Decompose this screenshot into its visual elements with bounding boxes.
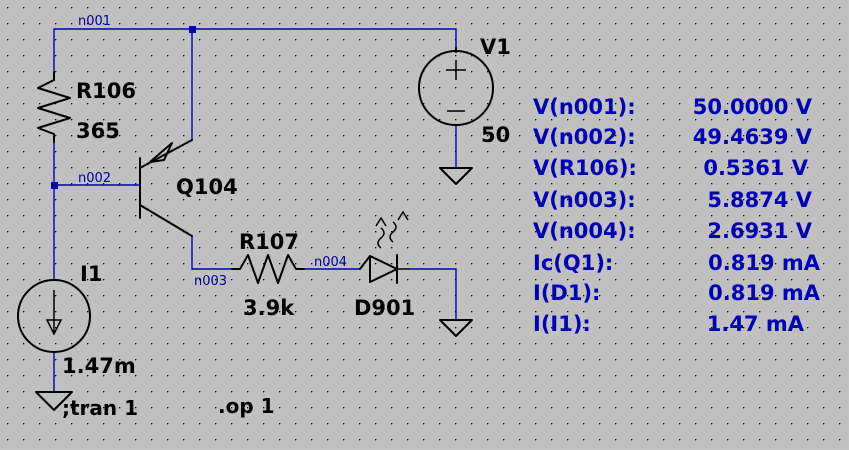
op-results: V(n001): 50.0000 V V(n002): 49.4639 V V(… xyxy=(533,95,821,336)
op-result-label: V(n001): xyxy=(533,95,636,119)
r106-name: R106 xyxy=(76,79,136,103)
current-source-i1[interactable] xyxy=(17,279,91,353)
q104-emitter-arrow xyxy=(149,142,173,163)
q104-collector-leg xyxy=(139,204,193,237)
d901-light-arrow-1 xyxy=(375,216,387,227)
node-label-n001: n001 xyxy=(78,14,111,29)
junction-n001 xyxy=(189,26,196,33)
op-result-label: I(I1): xyxy=(533,312,591,336)
d901-name: D901 xyxy=(354,296,415,320)
op-result-value: 0.5361 V xyxy=(703,156,808,180)
op-result-label: V(n002): xyxy=(533,125,636,149)
r107-value: 3.9k xyxy=(243,296,295,320)
directive-tran[interactable]: ;tran 1 xyxy=(62,396,138,420)
op-result-value: 49.4639 V xyxy=(693,125,813,149)
wire-d901-to-gnd[interactable] xyxy=(410,268,457,320)
led-d901[interactable] xyxy=(359,210,410,284)
node-label-n002: n002 xyxy=(78,171,111,186)
i1-value: 1.47m xyxy=(62,354,136,378)
op-result-value: 0.819 mA xyxy=(708,281,821,305)
directive-op[interactable]: .op 1 xyxy=(218,394,275,418)
v1-value: 50 xyxy=(481,123,510,147)
ground-i1 xyxy=(35,391,73,411)
op-result-value: 1.47 mA xyxy=(707,312,805,336)
q104-name: Q104 xyxy=(176,175,238,199)
op-result-label: I(D1): xyxy=(533,281,600,305)
op-result-value: 0.819 mA xyxy=(708,251,821,275)
transistor-q104[interactable] xyxy=(139,139,193,237)
v1-name: V1 xyxy=(480,35,511,59)
node-label-n003: n003 xyxy=(194,274,227,289)
d901-body xyxy=(359,255,398,283)
op-result-value: 50.0000 V xyxy=(693,95,813,119)
resistor-r107[interactable] xyxy=(231,254,305,284)
voltage-source-v1[interactable] xyxy=(418,47,494,126)
node-label-n004: n004 xyxy=(314,255,347,270)
wire-n001[interactable] xyxy=(53,28,457,72)
i1-circle xyxy=(17,279,91,353)
i1-name: I1 xyxy=(80,262,102,286)
resistor-r106-symbol xyxy=(37,71,71,143)
op-result-label: V(n003): xyxy=(533,188,636,212)
op-result-value: 5.8874 V xyxy=(707,188,812,212)
op-result-label: Ic(Q1): xyxy=(533,251,613,275)
d901-light-ray-1 xyxy=(377,227,385,249)
d901-light-ray-2 xyxy=(389,221,397,243)
ground-d901 xyxy=(439,319,473,337)
op-result-label: V(n004): xyxy=(533,219,636,243)
resistor-r106[interactable] xyxy=(37,71,71,143)
op-result-value: 2.6931 V xyxy=(707,219,812,243)
wires xyxy=(53,28,457,392)
i1-arrow-head xyxy=(45,319,63,336)
r107-name: R107 xyxy=(239,230,299,254)
d901-light-arrow-2 xyxy=(397,210,409,221)
junction-n002 xyxy=(51,182,58,189)
op-result-label: V(R106): xyxy=(533,156,637,180)
r106-value: 365 xyxy=(76,119,120,143)
resistor-r107-symbol xyxy=(231,254,305,284)
ground-v1 xyxy=(439,167,473,185)
v1-circle xyxy=(418,50,494,126)
wire-n003[interactable] xyxy=(191,236,232,270)
